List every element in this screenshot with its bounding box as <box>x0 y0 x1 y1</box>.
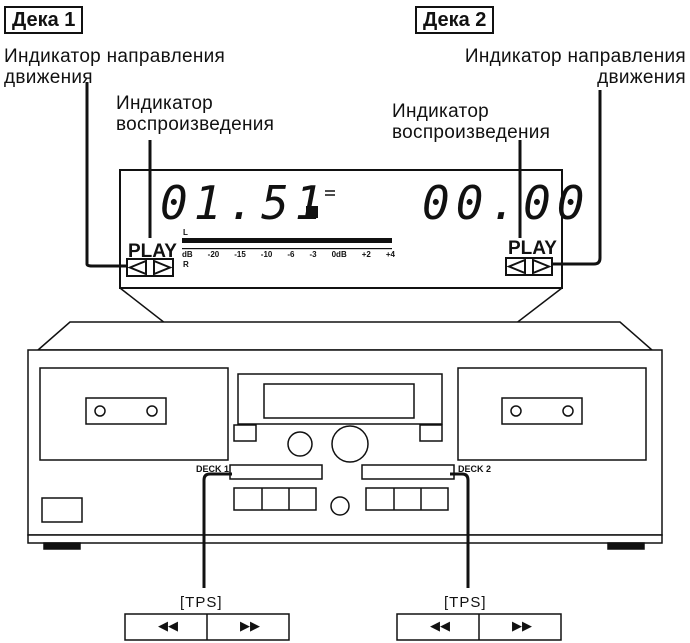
deck1-direction-label: Индикатор направления движения <box>4 46 225 88</box>
deck2-play-label-line1: Индикатор <box>392 101 490 122</box>
cassette-deck-body <box>27 321 663 550</box>
meter-scale-tick: -10 <box>260 250 273 259</box>
fast-forward-icon[interactable]: ▶▶ <box>240 618 260 633</box>
deck2-direction-label-line2: движения <box>597 67 686 88</box>
deck2-direction-indicator-icon <box>505 257 553 276</box>
meter-scale-tick: -3 <box>309 250 317 259</box>
fast-forward-icon[interactable]: ▶▶ <box>512 618 532 633</box>
deck1-play-indicator: PLAY <box>128 241 177 262</box>
rewind-icon[interactable]: ◀◀ <box>430 618 450 633</box>
deck2-time-readout: 00.00 <box>422 176 591 230</box>
meter-scale-tick: -15 <box>234 250 246 259</box>
deck2-play-label: Индикатор воспроизведения <box>392 101 550 143</box>
tps-left-label: [TPS] <box>180 594 223 611</box>
level-meter <box>182 238 392 250</box>
meter-scale-tick: -20 <box>207 250 220 259</box>
record-indicator-icon <box>306 206 318 218</box>
meter-scale-tick: +2 <box>361 250 371 259</box>
deck2-direction-label-line1: Индикатор направления <box>464 46 686 67</box>
direction-arrows-icon <box>325 190 335 196</box>
meter-scale-tick: +4 <box>385 250 395 259</box>
deck2-title: Дека 2 <box>415 6 495 34</box>
deck1-play-label-line1: Индикатор <box>116 93 214 114</box>
deck1-panel-label: DECK 1 <box>196 464 230 474</box>
meter-scale-tick: -6 <box>287 250 295 259</box>
deck2-play-indicator: PLAY <box>508 238 557 259</box>
rewind-icon[interactable]: ◀◀ <box>158 618 178 633</box>
channel-r-label: R <box>183 260 189 269</box>
deck1-direction-label-line1: Индикатор направления <box>4 46 226 67</box>
deck2-play-label-line2: воспроизведения <box>392 122 551 143</box>
meter-scale-tick: dB <box>182 250 193 259</box>
channel-l-label: L <box>183 228 188 237</box>
deck2-direction-label: Индикатор направления движения <box>465 46 686 88</box>
deck1-title: Дека 1 <box>4 6 84 34</box>
meter-scale-tick: 0dB <box>331 250 347 259</box>
display-panel <box>119 169 563 289</box>
deck1-time-readout: 01.51 <box>160 176 329 230</box>
meter-scale: dB -20 -15 -10 -6 -3 0dB +2 +4 <box>182 250 502 259</box>
deck1-direction-label-line2: движения <box>4 67 93 88</box>
deck1-play-label: Индикатор воспроизведения <box>116 93 274 135</box>
deck1-play-label-line2: воспроизведения <box>116 114 275 135</box>
deck2-panel-label: DECK 2 <box>458 464 492 474</box>
tps-right-label: [TPS] <box>444 594 487 611</box>
